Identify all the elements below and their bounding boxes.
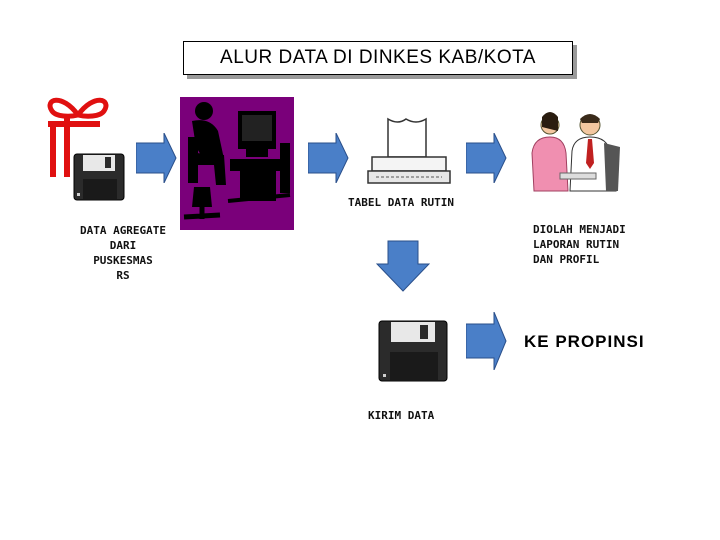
diagram-title: ALUR DATA DI DINKES KAB/KOTA [183, 41, 573, 75]
arrow-right-1 [136, 133, 177, 183]
gift-icon [47, 97, 109, 177]
arrow-right-2 [308, 133, 349, 183]
floppy-disk-icon [73, 153, 125, 201]
arrow-down [376, 240, 430, 292]
printer-icon [367, 117, 451, 184]
arrow-right-3 [466, 133, 507, 183]
label-ke-propinsi: KE PROPINSI [524, 332, 645, 351]
computer-user-icon [180, 97, 294, 230]
label-tabel-data-rutin: TABEL DATA RUTIN [348, 196, 454, 209]
label-diolah: DIOLAH MENJADI LAPORAN RUTIN DAN PROFIL [533, 223, 626, 266]
floppy-disk-send-icon [378, 320, 448, 382]
arrow-right-4 [466, 312, 507, 370]
label-data-agregate: DATA AGREGATE DARI PUSKESMAS RS [79, 224, 167, 282]
label-kirim-data: KIRIM DATA [368, 409, 435, 422]
people-meeting-icon [531, 112, 620, 192]
